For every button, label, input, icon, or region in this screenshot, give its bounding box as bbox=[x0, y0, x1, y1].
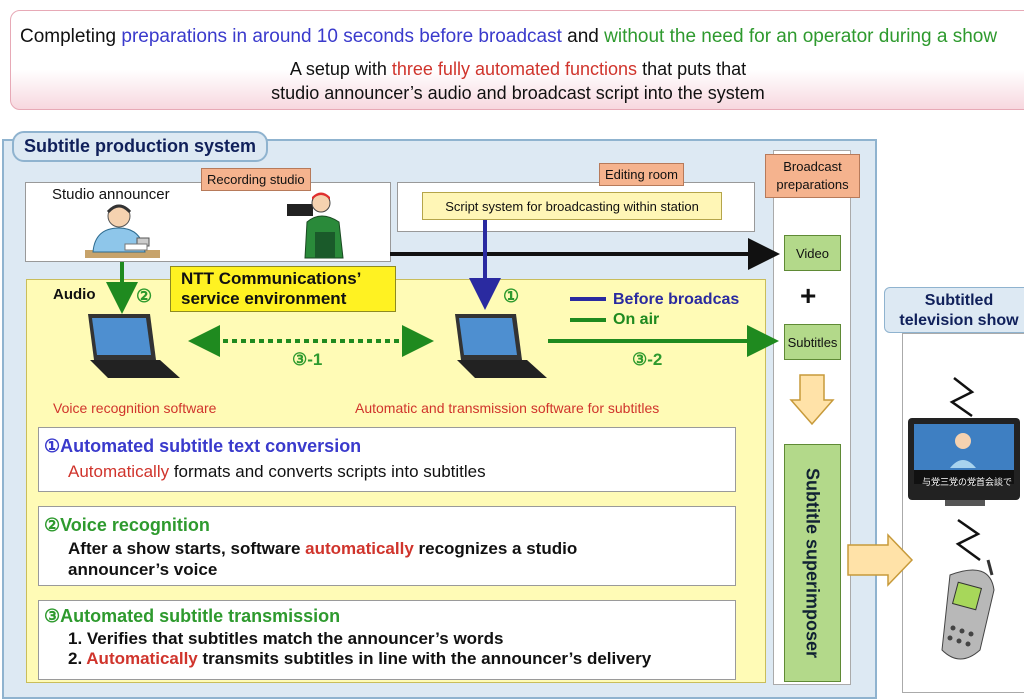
broadcast-preparations-line-2: preparations bbox=[776, 177, 849, 192]
television-icon bbox=[908, 418, 1020, 506]
editing-room-label: Editing room bbox=[599, 163, 684, 186]
banner-text: A setup with bbox=[289, 59, 392, 79]
feature-3-item-1: 1. Verifies that subtitles match the ann… bbox=[68, 629, 504, 648]
feature-3-text: 2. bbox=[68, 649, 87, 668]
mobile-phone-icon bbox=[941, 559, 995, 660]
legend-before-broadcast: Before broadcas bbox=[613, 291, 740, 308]
announcer-icon bbox=[85, 204, 160, 258]
subtitle-superimposer-box: Subtitle superimposer bbox=[784, 444, 841, 682]
feature-subtitle-text-conversion: ①Automated subtitle text conversion Auto… bbox=[38, 427, 736, 492]
feature-1-title: ①Automated subtitle text conversion bbox=[44, 436, 362, 456]
broadcast-preparations-line-1: Broadcast bbox=[783, 159, 842, 174]
tv-caption: 与党三党の党首会談で bbox=[922, 477, 1013, 487]
right-block-arrow bbox=[847, 533, 914, 587]
feature-1-body: Automatically formats and converts scrip… bbox=[68, 462, 486, 482]
feature-2-title: ②Voice recognition bbox=[44, 515, 210, 535]
banner-text: Completing bbox=[20, 26, 122, 47]
feature-3-title: ③Automated subtitle transmission bbox=[44, 606, 341, 626]
feature-1-text: formats and converts scripts into subtit… bbox=[169, 462, 486, 481]
feature-2-body-line-2: announcer’s voice bbox=[68, 560, 218, 579]
tv-title-line-1: Subtitled bbox=[924, 292, 994, 309]
subtitles-box: Subtitles bbox=[784, 324, 841, 360]
script-system-box: Script system for broadcasting within st… bbox=[422, 192, 722, 220]
ntt-service-environment-label: NTT Communications’ service environment bbox=[170, 266, 396, 312]
feature-2-text: recognizes a studio bbox=[413, 539, 578, 558]
down-block-arrow bbox=[789, 374, 835, 426]
banner-highlight-no-operator: without the need for an operator during … bbox=[604, 26, 998, 47]
feature-subtitle-transmission: ③Automated subtitle transmission 1. Veri… bbox=[38, 600, 736, 680]
banner-highlight-functions: three fully automated functions bbox=[391, 59, 638, 79]
video-box: Video bbox=[784, 235, 841, 271]
broadcast-preparations-label: Broadcast preparations bbox=[765, 154, 860, 198]
feature-2-body-line-1: After a show starts, software automatica… bbox=[68, 539, 577, 559]
signal-icon-phone bbox=[955, 518, 981, 562]
banner-line-2: A setup with three fully automated funct… bbox=[11, 59, 1024, 80]
banner-line-3: studio announcer’s audio and broadcast s… bbox=[271, 83, 765, 103]
signal-icon-tv bbox=[949, 377, 975, 418]
laptop-auto-icon bbox=[455, 314, 547, 378]
marker-3-1: ③-1 bbox=[292, 350, 323, 369]
audio-label: Audio bbox=[53, 286, 96, 303]
camera-operator-icon bbox=[287, 192, 344, 259]
feature-3-item-2: 2. Automatically transmits subtitles in … bbox=[68, 649, 651, 669]
ntt-label-line-1: NTT Communications’ bbox=[181, 269, 362, 288]
subtitled-tv-show-title: Subtitled television show bbox=[884, 287, 1024, 333]
banner-text: that puts that bbox=[637, 59, 747, 79]
tv-title-line-2: television show bbox=[899, 312, 1019, 329]
banner-text: and bbox=[561, 26, 605, 47]
legend-on-air: On air bbox=[613, 311, 660, 328]
feature-3-highlight: Automatically bbox=[86, 649, 198, 668]
ntt-label-line-2: service environment bbox=[181, 289, 347, 308]
feature-3-text: transmits subtitles in line with the ann… bbox=[197, 649, 652, 668]
banner-line-1: Completing preparations in around 10 sec… bbox=[20, 26, 997, 48]
banner-highlight-preparations: preparations in around 10 seconds before… bbox=[121, 26, 562, 47]
laptop-voice-icon bbox=[88, 314, 180, 378]
voice-recognition-software-label: Voice recognition software bbox=[53, 400, 217, 416]
marker-1: ① bbox=[503, 286, 520, 306]
marker-3-2: ③-2 bbox=[632, 350, 663, 369]
feature-voice-recognition: ②Voice recognition After a show starts, … bbox=[38, 506, 736, 586]
system-title: Subtitle production system bbox=[12, 131, 269, 162]
recording-studio-label: Recording studio bbox=[201, 168, 311, 191]
studio-announcer-label: Studio announcer bbox=[52, 186, 170, 203]
feature-1-highlight: Automatically bbox=[68, 462, 170, 481]
feature-2-text: After a show starts, software bbox=[68, 539, 306, 558]
feature-2-highlight: automatically bbox=[305, 539, 414, 558]
plus-sign: + bbox=[800, 280, 817, 311]
marker-2: ② bbox=[136, 286, 153, 306]
top-banner: Completing preparations in around 10 sec… bbox=[10, 10, 1024, 110]
auto-transmission-software-label: Automatic and transmission software for … bbox=[355, 400, 660, 416]
